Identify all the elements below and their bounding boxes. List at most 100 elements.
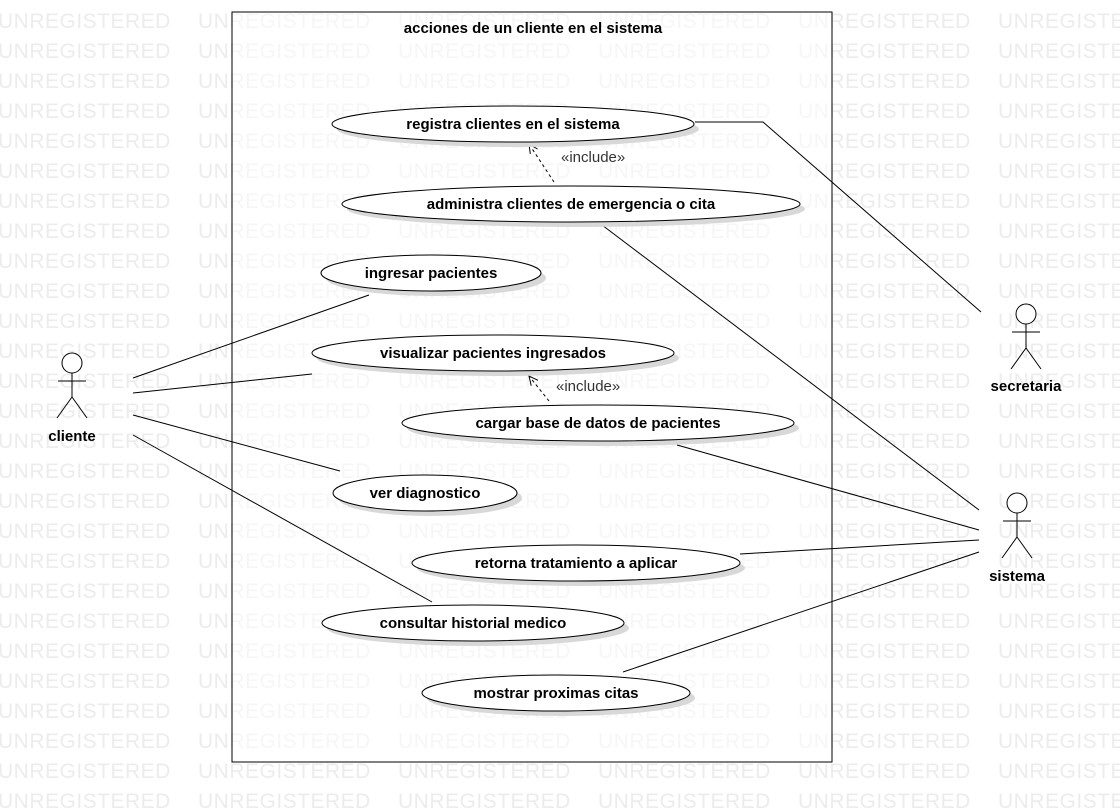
watermark-text: UNREGISTERED: [0, 160, 171, 183]
association-line[interactable]: [132, 414, 341, 472]
actor-sistema[interactable]: sistema: [989, 492, 1046, 585]
association-line[interactable]: [695, 121, 982, 313]
use-case[interactable]: ingresar pacientes: [320, 254, 546, 296]
use-case-label: mostrar proximas citas: [473, 685, 638, 702]
association-line[interactable]: [132, 294, 370, 379]
watermark-text: UNREGISTERED: [798, 340, 971, 363]
watermark-text: UNREGISTERED: [0, 760, 171, 783]
watermark-text: UNREGISTERED: [798, 520, 971, 543]
use-case-ellipse[interactable]: [320, 254, 542, 292]
watermark-text: UNREGISTERED: [998, 550, 1120, 573]
watermark-text: UNREGISTERED: [798, 430, 971, 453]
actor-leg-right: [71, 396, 88, 419]
use-case-label: registra clientes en el sistema: [406, 116, 620, 133]
watermark-text: UNREGISTERED: [998, 70, 1120, 93]
watermark-text: UNREGISTERED: [198, 760, 371, 783]
use-case[interactable]: retorna tratamiento a aplicar: [411, 544, 745, 586]
watermark-text: UNREGISTERED: [0, 220, 171, 243]
watermark-text: UNREGISTERED: [998, 760, 1120, 783]
use-case-label: cargar base de datos de pacientes: [475, 415, 720, 432]
watermark-text: UNREGISTERED: [998, 640, 1120, 663]
watermark-text: UNREGISTERED: [0, 70, 171, 93]
system-title: acciones de un cliente en el sistema: [404, 20, 663, 37]
watermark-text: UNREGISTERED: [0, 700, 171, 723]
watermark-text: UNREGISTERED: [0, 460, 171, 483]
watermark-text: UNREGISTERED: [0, 10, 171, 33]
watermark-text: UNREGISTERED: [0, 490, 171, 513]
use-case-ellipse[interactable]: [332, 474, 518, 512]
use-case[interactable]: visualizar pacientes ingresados: [311, 334, 679, 376]
watermark-text: UNREGISTERED: [998, 370, 1120, 393]
use-case-label: consultar historial medico: [380, 615, 567, 632]
actor-layer: cliente secretaria sistema: [48, 303, 1063, 585]
watermark-text: UNREGISTERED: [798, 790, 971, 812]
watermark-text: UNREGISTERED: [398, 790, 571, 812]
association-line[interactable]: [622, 551, 980, 673]
watermark-text: UNREGISTERED: [998, 460, 1120, 483]
use-case[interactable]: ver diagnostico: [332, 474, 522, 516]
use-case-ellipse[interactable]: [321, 604, 625, 642]
use-case-ellipse[interactable]: [421, 674, 691, 712]
use-case[interactable]: cargar base de datos de pacientes: [401, 404, 799, 446]
use-case[interactable]: registra clientes en el sistema: [331, 105, 699, 147]
watermark-text: UNREGISTERED: [798, 190, 971, 213]
use-case[interactable]: mostrar proximas citas: [421, 674, 695, 716]
association-line[interactable]: [132, 434, 433, 603]
watermark-text: UNREGISTERED: [998, 190, 1120, 213]
watermark-text: UNREGISTERED: [798, 100, 971, 123]
watermark-text: UNREGISTERED: [798, 280, 971, 303]
watermark-text: UNREGISTERED: [798, 460, 971, 483]
watermark-text: UNREGISTERED: [0, 790, 171, 812]
use-case-ellipse[interactable]: [411, 544, 741, 582]
watermark-text: UNREGISTERED: [798, 310, 971, 333]
actor-leg-left: [56, 396, 73, 419]
use-case[interactable]: administra clientes de emergencia o cita: [341, 185, 805, 227]
actor-head: [61, 352, 83, 374]
association-line[interactable]: [676, 444, 980, 531]
watermark-text: UNREGISTERED: [798, 250, 971, 273]
use-case-ellipse[interactable]: [331, 105, 695, 143]
watermark-text: UNREGISTERED: [798, 10, 971, 33]
watermark-text: UNREGISTERED: [998, 10, 1120, 33]
use-case-label: ingresar pacientes: [365, 265, 498, 282]
use-case-label: administra clientes de emergencia o cita: [427, 196, 716, 213]
actor-secretaria[interactable]: secretaria: [991, 303, 1063, 395]
use-case[interactable]: consultar historial medico: [321, 604, 629, 646]
watermark-text: UNREGISTERED: [998, 610, 1120, 633]
association-line[interactable]: [739, 539, 980, 555]
watermark-text: UNREGISTERED: [798, 670, 971, 693]
watermark-text: UNREGISTERED: [998, 700, 1120, 723]
watermark-text: UNREGISTERED: [998, 100, 1120, 123]
use-case-ellipse[interactable]: [401, 404, 795, 442]
actor-label: sistema: [989, 568, 1046, 585]
include-dependency[interactable]: «include»: [528, 143, 625, 183]
watermark-text: UNREGISTERED: [998, 580, 1120, 603]
watermark-text: UNREGISTERED: [798, 640, 971, 663]
watermark-text: UNREGISTERED: [0, 430, 171, 453]
include-dependency[interactable]: «include»: [528, 375, 620, 402]
watermark-text: UNREGISTERED: [598, 760, 771, 783]
watermark-text: UNREGISTERED: [598, 790, 771, 812]
include-arrowhead: [528, 375, 539, 386]
watermark-text: UNREGISTERED: [798, 550, 971, 573]
watermark-text: UNREGISTERED: [0, 340, 171, 363]
watermark-text: UNREGISTERED: [798, 730, 971, 753]
watermark-text: UNREGISTERED: [998, 790, 1120, 812]
watermark-text: UNREGISTERED: [0, 190, 171, 213]
actor-label: cliente: [48, 428, 96, 445]
use-case-ellipse[interactable]: [311, 334, 675, 372]
actor-cliente[interactable]: cliente: [48, 352, 96, 445]
include-line[interactable]: [528, 375, 550, 402]
watermark-text: UNREGISTERED: [998, 520, 1120, 543]
watermark-text: UNREGISTERED: [798, 370, 971, 393]
actor-head: [1006, 492, 1028, 514]
association-line[interactable]: [601, 224, 980, 511]
watermark-text: UNREGISTERED: [0, 130, 171, 153]
use-case-ellipse[interactable]: [341, 185, 801, 223]
watermark-text: UNREGISTERED: [798, 130, 971, 153]
use-case-layer: registra clientes en el sistema administr…: [311, 105, 805, 716]
include-line[interactable]: [528, 143, 555, 183]
association-line[interactable]: [132, 373, 313, 394]
watermark-text: UNREGISTERED: [798, 220, 971, 243]
